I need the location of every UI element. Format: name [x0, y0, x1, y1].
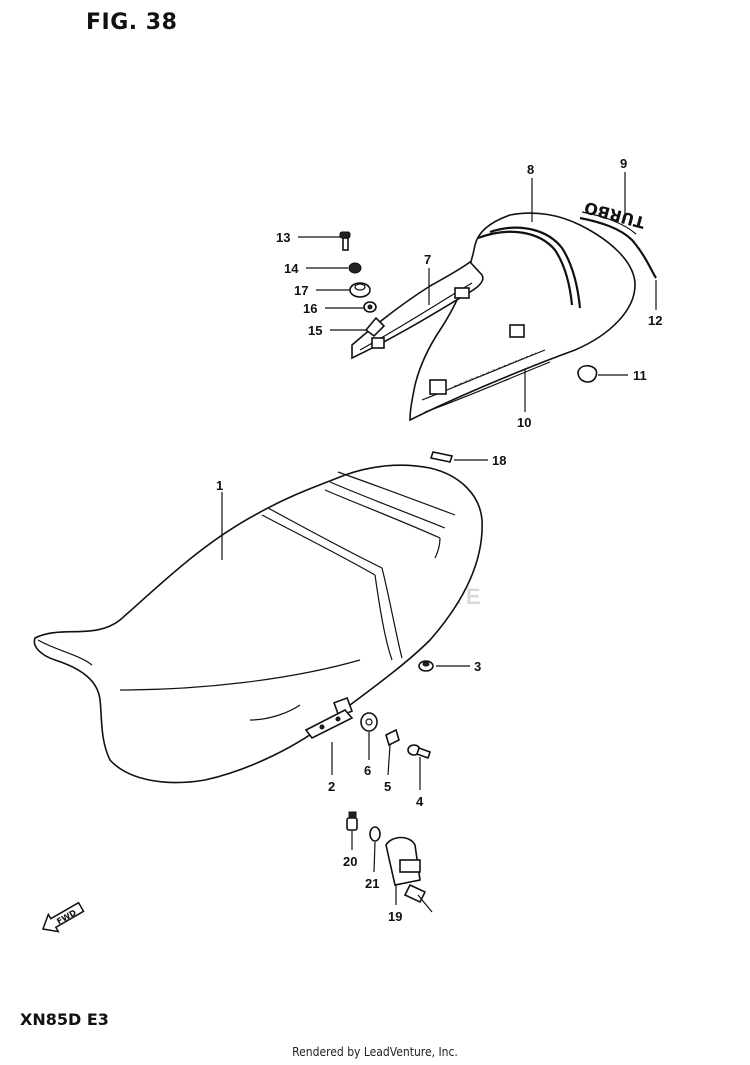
- callout-11: 11: [633, 368, 647, 383]
- fwd-arrow: FWD: [41, 901, 85, 933]
- seat-lock-part-19[interactable]: [385, 836, 433, 913]
- washer-part-21[interactable]: [369, 826, 381, 842]
- nut-part-5[interactable]: [385, 728, 400, 747]
- model-code: XN85D E3: [20, 1010, 109, 1029]
- footer-credit: Rendered by LeadVenture, Inc.: [292, 1045, 458, 1059]
- callout-20: 20: [343, 854, 357, 869]
- seat-part-1[interactable]: [33, 464, 483, 784]
- callout-14: 14: [284, 261, 299, 276]
- figure-title: FIG. 38: [86, 10, 178, 35]
- callout-10: 10: [517, 415, 531, 430]
- bracket-part-15[interactable]: [364, 316, 386, 338]
- callout-5: 5: [384, 779, 391, 794]
- callout-16: 16: [303, 301, 317, 316]
- bolt-part-20[interactable]: [346, 811, 358, 831]
- bolt-part-13[interactable]: [339, 231, 351, 251]
- callout-7: 7: [424, 252, 431, 267]
- callout-labels: 1 2 3 4 5 6 7 8 9 10 11 12 13 14 17 16 1…: [216, 156, 662, 924]
- callout-18: 18: [492, 453, 506, 468]
- strip-part-18[interactable]: [429, 451, 454, 463]
- grommet-part-17[interactable]: [349, 282, 371, 298]
- callout-17: 15: [308, 323, 322, 338]
- callout-6: 6: [364, 763, 371, 778]
- callout-15: 17: [294, 283, 308, 298]
- plate-part-2[interactable]: [304, 709, 354, 740]
- callout-1: 1: [216, 478, 223, 493]
- callout-21: 21: [365, 876, 379, 891]
- callout-19: 19: [388, 909, 402, 924]
- callout-9: 9: [620, 156, 627, 171]
- leader-lines: [221, 172, 657, 905]
- callout-3: 3: [474, 659, 481, 674]
- nut-part-14[interactable]: [348, 262, 362, 274]
- callout-13: 13: [276, 230, 290, 245]
- bolt-part-3[interactable]: [418, 660, 434, 672]
- washer-part-6[interactable]: [360, 712, 378, 732]
- clip-part-11[interactable]: [577, 364, 598, 383]
- callout-12: 12: [648, 313, 662, 328]
- callout-4: 4: [416, 794, 424, 809]
- callout-2: 2: [328, 779, 335, 794]
- tail-strip-part-12[interactable]: [579, 211, 657, 279]
- callout-8: 8: [527, 162, 534, 177]
- tail-emblem-text: TURBO: [582, 198, 647, 232]
- cover-base-part-7[interactable]: [351, 260, 484, 360]
- washer-part-16[interactable]: [363, 301, 377, 313]
- bolt-part-4[interactable]: [407, 744, 432, 760]
- tail-cover-part-8[interactable]: ~~~~~~~~~~~~~~~: [409, 212, 636, 422]
